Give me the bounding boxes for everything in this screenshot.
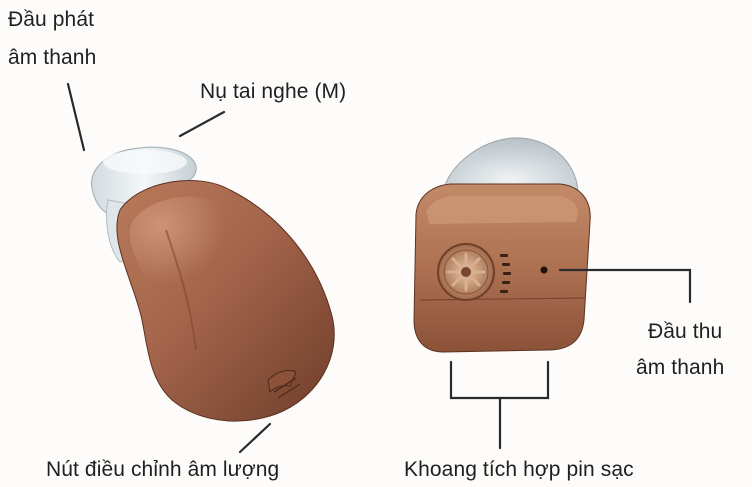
label-battery-compartment: Khoang tích hợp pin sạc <box>404 456 634 484</box>
label-ear-tip: Nụ tai nghe (M) <box>200 78 346 106</box>
label-microphone-head-line1: Đầu thu <box>648 318 722 346</box>
leader-battery-bracket <box>451 362 548 398</box>
leader-speaker-head <box>68 84 84 150</box>
microphone-hole <box>541 267 548 274</box>
left-hearing-aid <box>92 147 335 421</box>
label-speaker-head-line2: âm thanh <box>8 44 96 72</box>
leader-ear-tip <box>180 112 224 136</box>
right-hearing-aid <box>414 138 590 352</box>
label-volume-button: Nút điều chỉnh âm lượng <box>46 456 279 484</box>
label-microphone-head-line2: âm thanh <box>636 354 724 382</box>
volume-wheel <box>438 244 494 300</box>
leader-volume-button <box>240 424 270 452</box>
label-speaker-head-line1: Đầu phát <box>8 6 94 34</box>
